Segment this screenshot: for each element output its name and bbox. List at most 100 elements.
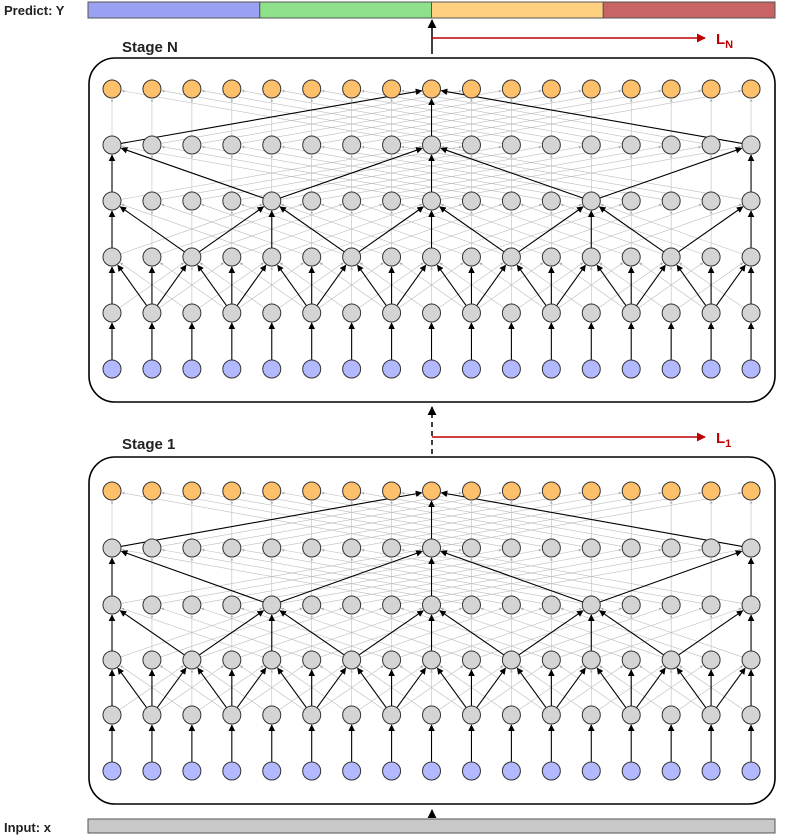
output-node	[342, 79, 362, 99]
connection-edge	[119, 206, 185, 253]
hidden-node	[621, 705, 641, 725]
loss-base-stage-1: L	[716, 430, 725, 447]
hidden-node	[302, 135, 322, 155]
output-node	[422, 79, 442, 99]
hidden-node	[342, 247, 362, 267]
output-node	[102, 481, 122, 501]
connection-edge	[599, 147, 743, 199]
hidden-node	[102, 650, 122, 670]
hidden-node	[461, 705, 481, 725]
hidden-node	[581, 135, 601, 155]
hidden-node	[422, 595, 442, 615]
faint-edge	[401, 89, 703, 144]
hidden-node	[541, 595, 561, 615]
connection-edge	[598, 610, 665, 656]
faint-edge	[478, 665, 544, 711]
hidden-node	[302, 595, 322, 615]
input-node	[382, 761, 402, 781]
input-node	[461, 359, 481, 379]
hidden-node	[382, 705, 402, 725]
connection-edge	[236, 667, 267, 709]
hidden-node	[661, 247, 681, 267]
hidden-node	[342, 705, 362, 725]
input-node	[222, 761, 242, 781]
hidden-node	[182, 191, 202, 211]
connection-edge	[440, 147, 583, 199]
faint-edge	[241, 491, 543, 547]
faint-edge	[361, 491, 663, 547]
faint-edge	[479, 262, 545, 309]
connection-edge	[357, 667, 387, 709]
hidden-node	[222, 135, 242, 155]
hidden-node	[621, 650, 641, 670]
faint-edge	[319, 262, 385, 309]
faint-edge	[638, 665, 704, 711]
hidden-node	[621, 135, 641, 155]
connection-edge	[516, 264, 547, 306]
hidden-node	[142, 191, 162, 211]
hidden-node	[142, 595, 162, 615]
hidden-node	[222, 303, 242, 323]
output-node	[182, 79, 202, 99]
input-node	[302, 359, 322, 379]
input-node	[501, 761, 521, 781]
output-node	[741, 79, 761, 99]
hidden-node	[741, 705, 761, 725]
faint-edge	[239, 665, 305, 711]
output-node	[541, 481, 561, 501]
hidden-node	[541, 705, 561, 725]
connection-edge	[440, 88, 743, 144]
hidden-node	[102, 247, 122, 267]
hidden-node	[741, 191, 761, 211]
hidden-node	[302, 650, 322, 670]
faint-edge	[398, 262, 464, 309]
hidden-node	[102, 595, 122, 615]
faint-edge	[159, 262, 224, 309]
hidden-node	[541, 135, 561, 155]
hidden-node	[222, 705, 242, 725]
input-node	[262, 761, 282, 781]
input-node	[621, 761, 641, 781]
hidden-node	[701, 247, 721, 267]
faint-edge	[161, 145, 463, 200]
connection-edge	[198, 610, 265, 656]
input-node	[302, 761, 322, 781]
input-node	[661, 359, 681, 379]
faint-edge	[441, 145, 743, 200]
input-node	[142, 761, 162, 781]
hidden-node	[342, 595, 362, 615]
hidden-node	[142, 303, 162, 323]
output-node	[581, 481, 601, 501]
input-node	[581, 359, 601, 379]
hidden-node	[182, 303, 202, 323]
faint-edge	[161, 89, 463, 144]
hidden-node	[701, 538, 721, 558]
faint-edge	[280, 607, 423, 658]
connection-edge	[440, 550, 583, 603]
input-node	[342, 359, 362, 379]
connection-edge	[635, 264, 666, 306]
faint-edge	[559, 262, 625, 309]
hidden-node	[262, 191, 282, 211]
connection-edge	[676, 667, 707, 709]
hidden-node	[382, 650, 402, 670]
connection-edge	[518, 206, 584, 253]
hidden-node	[541, 191, 561, 211]
hidden-node	[102, 538, 122, 558]
hidden-node	[661, 595, 681, 615]
faint-edge	[280, 607, 424, 658]
hidden-node	[701, 595, 721, 615]
hidden-node	[741, 135, 761, 155]
hidden-node	[581, 705, 601, 725]
output-node	[581, 79, 601, 99]
hidden-node	[102, 303, 122, 323]
hidden-node	[461, 595, 481, 615]
connection-edge	[715, 667, 746, 709]
output-node	[102, 79, 122, 99]
connection-edge	[676, 264, 707, 306]
faint-edge	[559, 665, 624, 711]
hidden-node	[422, 705, 442, 725]
hidden-node	[262, 538, 282, 558]
hidden-node	[581, 247, 601, 267]
